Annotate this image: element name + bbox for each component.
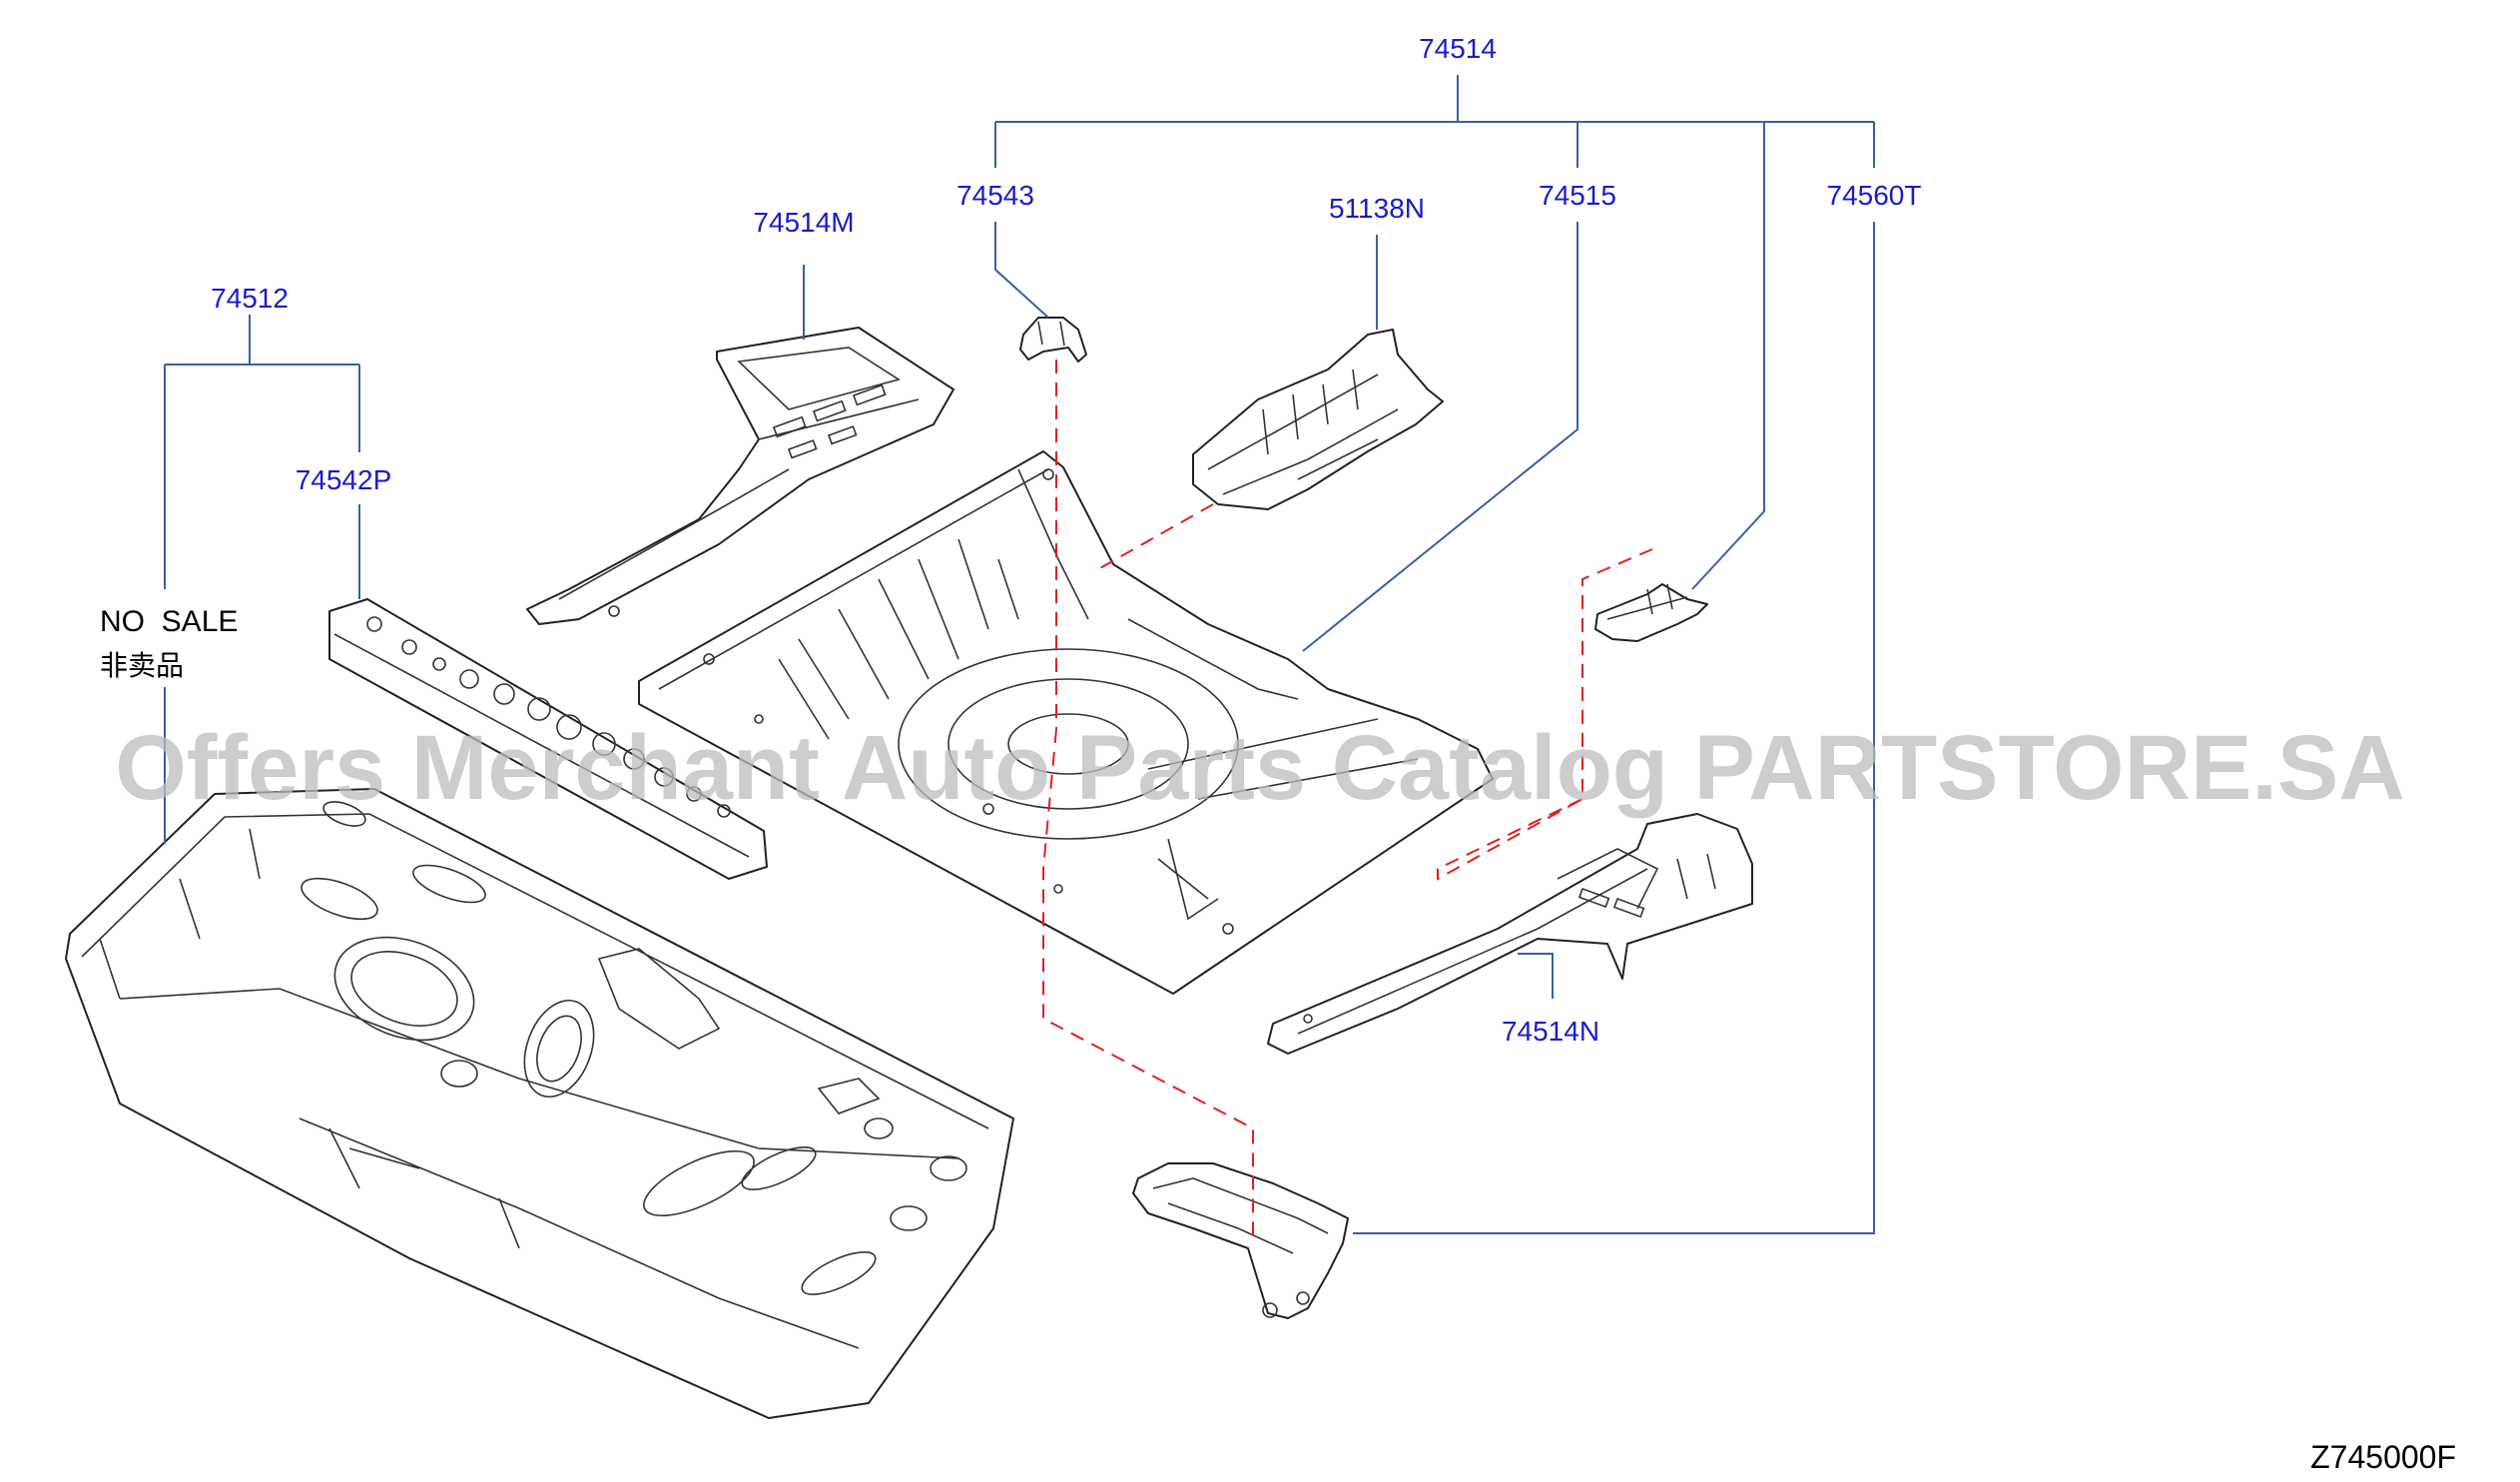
callout-74512: 74512 [211,283,289,314]
callout-74542P: 74542P [296,464,392,495]
part-74542P-cross-member [328,598,768,880]
part-74512-rear-floor-panel [65,788,1014,1419]
part-74543-bracket [1019,317,1087,363]
no-sale-note: NO SALE [100,605,238,638]
part-74514N-side-member-rh [1267,813,1753,1055]
part-74515-main-floor [638,450,1494,995]
callout-74514N: 74514N [1502,1016,1599,1047]
part-74560T-extension [1132,1162,1349,1319]
callout-74514: 74514 [1419,33,1497,64]
callout-74514M: 74514M [753,207,854,238]
callout-74560T: 74560T [1827,180,1922,211]
part-51138N-reinforcement [1192,329,1444,510]
diagram-code: Z745000F [2310,1439,2456,1475]
callout-74515: 74515 [1539,180,1616,211]
watermark: Offers Merchant Auto Parts Catalog PARTS… [115,717,2405,819]
callout-74543: 74543 [956,180,1034,211]
no-sale-note-cn: 非卖品 [100,649,184,682]
leader-lines [164,75,1875,1234]
part-74514M-side-member-lh [526,327,954,625]
part-74560T-bracket [1594,583,1708,642]
dashed-assembly-lines [1042,360,1653,1243]
callout-51138N: 51138N [1329,193,1425,224]
